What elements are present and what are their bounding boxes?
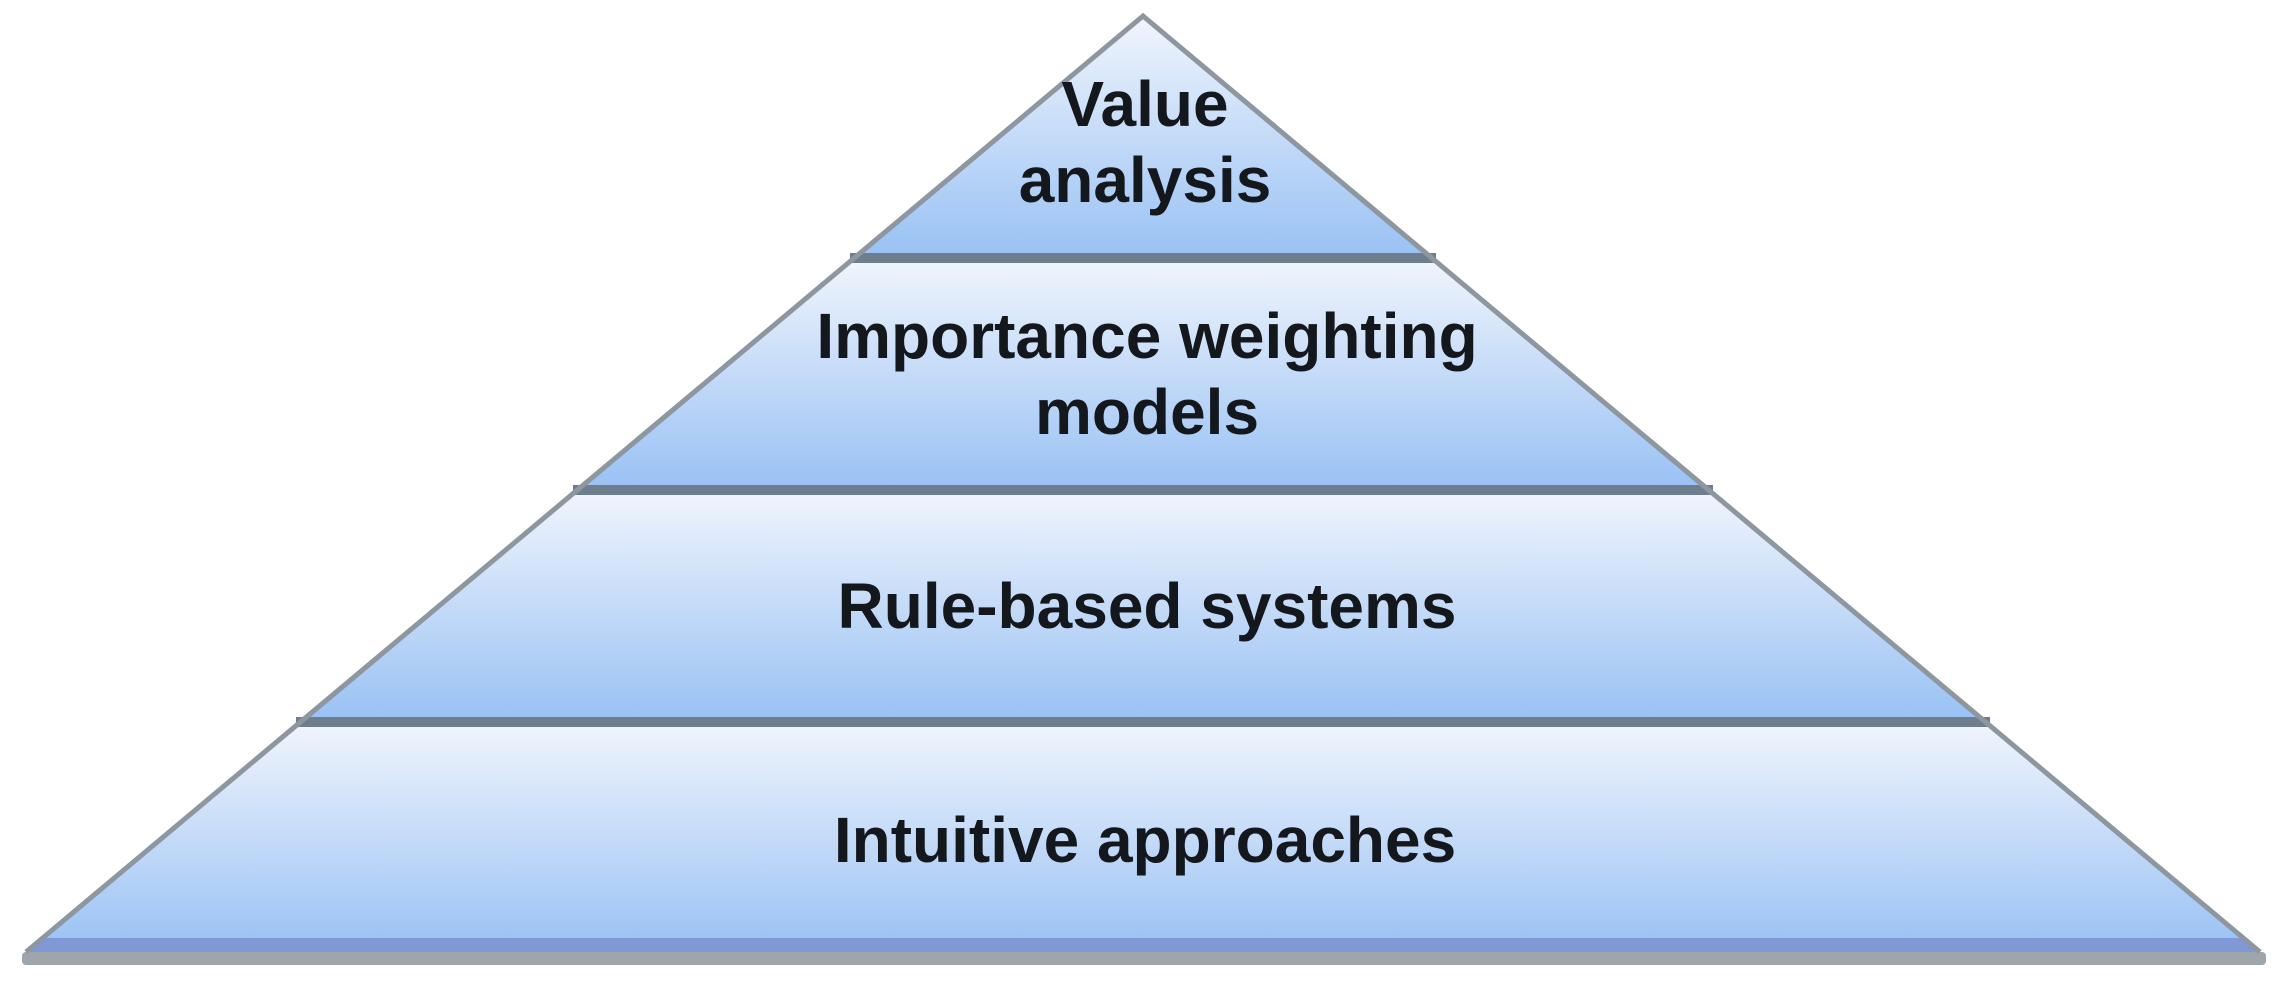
pyramid-base-strip	[26, 938, 2260, 952]
level-4-label: Intuitive approaches	[834, 804, 1456, 876]
pyramid-level-intuitive-approaches	[26, 722, 2260, 952]
pyramid-level-value-analysis	[854, 16, 1432, 258]
level-1-label-line-2: analysis	[1019, 144, 1272, 216]
pyramid-base-shadow	[22, 952, 2266, 965]
level-2-label-line-2: models	[1035, 376, 1259, 448]
pyramid-outline	[24, 12, 2262, 954]
level-1-label-line-1: Value	[1061, 68, 1228, 140]
level-2-label-line-1: Importance weighting	[816, 300, 1477, 372]
pyramid-level-importance-weighting-models	[577, 258, 1709, 490]
pyramid-level-rule-based-systems	[300, 490, 1986, 722]
level-3-label: Rule-based systems	[838, 570, 1457, 642]
